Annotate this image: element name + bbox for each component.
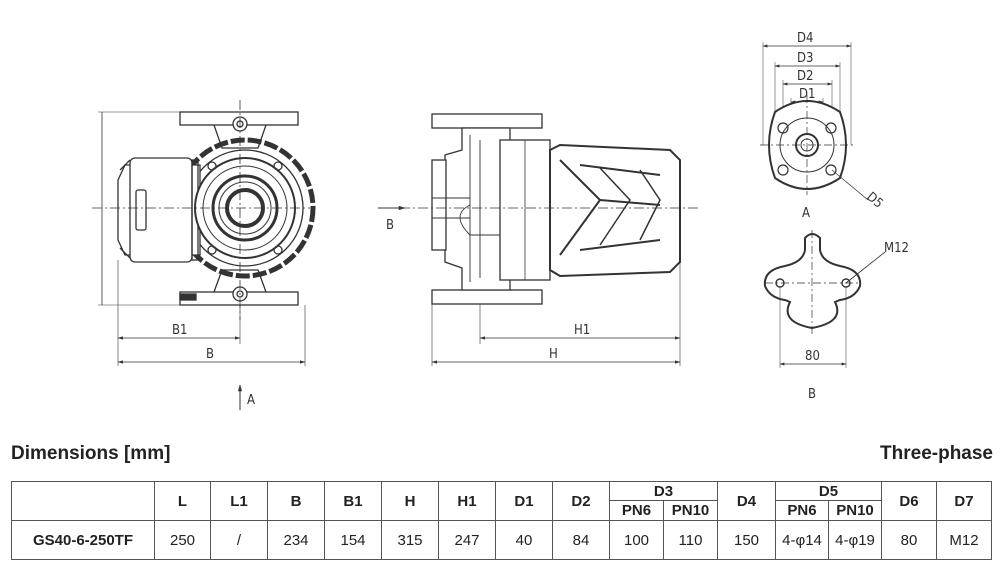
header-d5: D5 (775, 481, 882, 501)
flange-d4-label: D4 (797, 31, 813, 46)
side-h-label: H (549, 347, 558, 362)
flange-a-label: A (802, 206, 810, 221)
header-l: L (154, 481, 211, 521)
foot-view (763, 230, 886, 368)
cell-d6: 80 (881, 520, 937, 560)
header-d3-pn6: PN6 (609, 500, 664, 521)
header-d3-pn10: PN10 (663, 500, 718, 521)
side-view (378, 113, 700, 366)
header-d7: D7 (936, 481, 992, 521)
cell-b1: 154 (324, 520, 382, 560)
cell-d3-pn10: 110 (663, 520, 718, 560)
cell-d5-pn10: 4-φ19 (828, 520, 882, 560)
cell-l: 250 (154, 520, 211, 560)
header-d5-pn10: PN10 (828, 500, 882, 521)
front-view (92, 100, 316, 410)
cell-d7: M12 (936, 520, 992, 560)
header-d1: D1 (495, 481, 553, 521)
cell-b: 234 (267, 520, 325, 560)
cell-d2: 84 (552, 520, 610, 560)
flange-d3-label: D3 (797, 51, 813, 66)
technical-drawing: B1 B A B H1 H (92, 31, 909, 410)
foot-m12-label: M12 (884, 241, 909, 256)
side-h1-label: H1 (574, 323, 590, 338)
cell-d1: 40 (495, 520, 553, 560)
dimensions-table: L L1 B B1 H H1 D1 D2 D3 D4 D5 D6 D7 PN6 … (11, 481, 992, 560)
cell-l1: / (210, 520, 268, 560)
table-subheader-row: PN6 PN10 PN6 PN10 (12, 500, 992, 521)
cell-model: GS40-6-250TF (11, 520, 155, 560)
foot-b-label: B (808, 387, 816, 402)
header-d4: D4 (717, 481, 776, 521)
table-row: GS40-6-250TF 250 / 234 154 315 247 40 84… (11, 520, 992, 560)
header-d6: D6 (881, 481, 937, 521)
side-b-label: B (386, 218, 394, 233)
cell-d3-pn6: 100 (609, 520, 664, 560)
header-d5-pn6: PN6 (775, 500, 829, 521)
flange-d5-label: D5 (863, 190, 885, 212)
front-b-label: B (206, 347, 214, 362)
header-h1: H1 (438, 481, 496, 521)
phase-subtitle: Three-phase (880, 443, 993, 464)
header-model (11, 481, 155, 521)
header-d3: D3 (609, 481, 718, 501)
header-h: H (381, 481, 439, 521)
front-a-label: A (247, 393, 255, 408)
cell-d4: 150 (717, 520, 776, 560)
flange-view (760, 42, 869, 201)
front-b1-label: B1 (172, 323, 187, 338)
flange-d2-label: D2 (797, 69, 813, 84)
header-b: B (267, 481, 325, 521)
header-b1: B1 (324, 481, 382, 521)
dimensions-title: Dimensions [mm] (11, 443, 171, 464)
table-header-row: L L1 B B1 H H1 D1 D2 D3 D4 D5 D6 D7 (11, 481, 992, 521)
cell-h: 315 (381, 520, 439, 560)
flange-d1-label: D1 (799, 87, 815, 102)
cell-h1: 247 (438, 520, 496, 560)
header-d2: D2 (552, 481, 610, 521)
header-l1: L1 (210, 481, 268, 521)
foot-width-label: 80 (805, 349, 820, 364)
cell-d5-pn6: 4-φ14 (775, 520, 829, 560)
